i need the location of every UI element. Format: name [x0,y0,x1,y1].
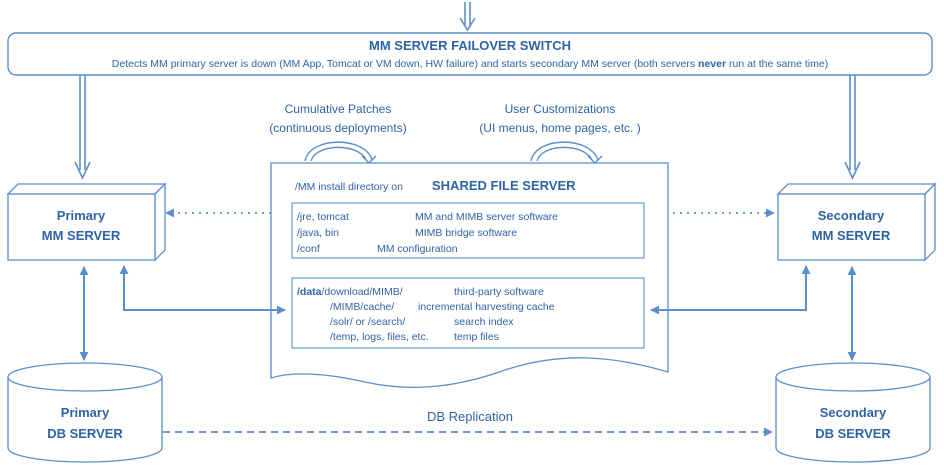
data-desc-0: third-party software [454,286,544,298]
data-row-0: /data/download/MIMB/ [297,286,403,298]
secondary-mm-line1: Secondary [818,208,885,223]
customizations-curved-arrow-icon [530,141,603,164]
failover-switch-box [7,32,933,76]
failover-switch-description: Detects MM primary server is down (MM Ap… [112,58,828,70]
data-path-2: /solr/ or /search/ [330,316,405,328]
primary-mm-line1: Primary [57,208,106,223]
incoming-arrow-icon [459,2,476,32]
software-desc-1: MIMB bridge software [415,227,517,239]
primary-data-connector [119,265,286,315]
shared-file-server-title: SHARED FILE SERVER [432,178,576,193]
data-path-0: /download/MIMB/ [322,286,403,298]
software-path-1: /java, bin [297,227,339,239]
secondary-mm-line2: MM SERVER [812,228,891,243]
customizations-line2: (UI menus, home pages, etc. ) [479,121,640,135]
software-path-0: /jre, tomcat [297,211,349,223]
primary-mm-server: Primary MM SERVER [6,182,167,262]
software-rows: /jre, tomcat MM and MIMB server software… [297,211,558,255]
server-software-box [291,202,645,259]
switch-to-primary-arrow [74,75,91,180]
shared-file-server-document [270,162,669,388]
data-desc-1: incremental harvesting cache [418,301,555,313]
primary-mm-line2: MM SERVER [42,228,121,243]
patches-line2: (continuous deployments) [269,121,406,135]
failover-switch-title: MM SERVER FAILOVER SWITCH [369,38,571,53]
secondary-data-connector [650,265,811,315]
patches-line1: Cumulative Patches [285,102,392,116]
switch-to-secondary-arrow [844,75,861,180]
primary-db-server: Primary DB SERVER [7,362,163,463]
data-desc-2: search index [454,316,514,328]
switch-desc-after: run at the same time) [726,58,828,70]
data-root-label: /data [297,286,322,298]
data-rows: /data/download/MIMB/ third-party softwar… [297,286,555,343]
secondary-db-line1: Secondary [820,405,887,420]
data-desc-3: temp files [454,331,499,343]
secondary-mm-server: Secondary MM SERVER [776,182,937,262]
software-path-2: /conf [297,243,320,255]
software-desc-0: MM and MIMB server software [415,211,558,223]
customizations-line1: User Customizations [505,102,616,116]
patches-curved-arrow-icon [304,141,377,164]
db-replication-label: DB Replication [427,409,513,424]
switch-desc-bold: never [698,58,726,70]
install-directory-prefix: /MM install directory on [295,181,403,193]
secondary-db-server: Secondary DB SERVER [775,362,931,463]
software-desc-2: MM configuration [377,243,458,255]
data-directory-box [291,277,645,349]
data-path-3: /temp, logs, files, etc. [330,331,429,343]
primary-db-line2: DB SERVER [47,426,123,441]
primary-db-line1: Primary [61,405,110,420]
switch-desc-before: Detects MM primary server is down (MM Ap… [112,58,698,70]
secondary-db-line2: DB SERVER [815,426,891,441]
data-path-1: /MIMB/cache/ [330,301,394,313]
